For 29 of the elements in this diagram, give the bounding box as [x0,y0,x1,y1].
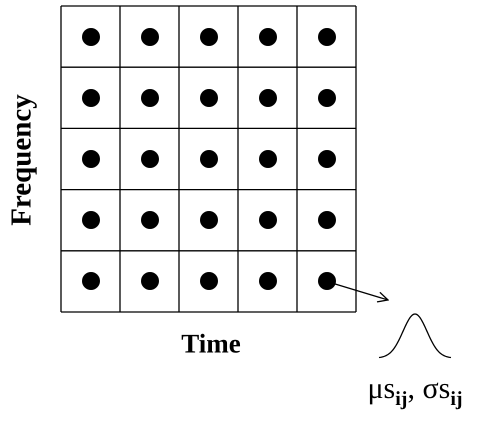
dot [318,272,336,290]
parameter-label: μs$_{ij}$, σs$_{ij}$ [367,374,463,409]
dot [258,211,276,230]
dot [140,88,158,107]
dot [200,28,218,46]
dot [140,150,158,168]
dot [82,150,100,168]
dot [318,28,336,46]
dot [258,88,276,107]
axis-label: Frequency [6,94,38,226]
dot [140,211,158,230]
dot [200,88,218,107]
axis-label: Time [181,328,241,360]
dot [318,211,336,230]
dot [318,88,336,107]
dot [82,211,100,230]
dot [140,272,158,290]
dot [318,150,336,168]
dot [200,150,218,168]
dot [258,150,276,168]
dot [258,272,276,290]
dot [200,272,218,290]
dot [82,28,100,46]
arrow [334,283,389,303]
dot [200,211,218,230]
dot [82,272,100,290]
dot [140,28,158,46]
dot [258,28,276,46]
dot [82,88,100,107]
